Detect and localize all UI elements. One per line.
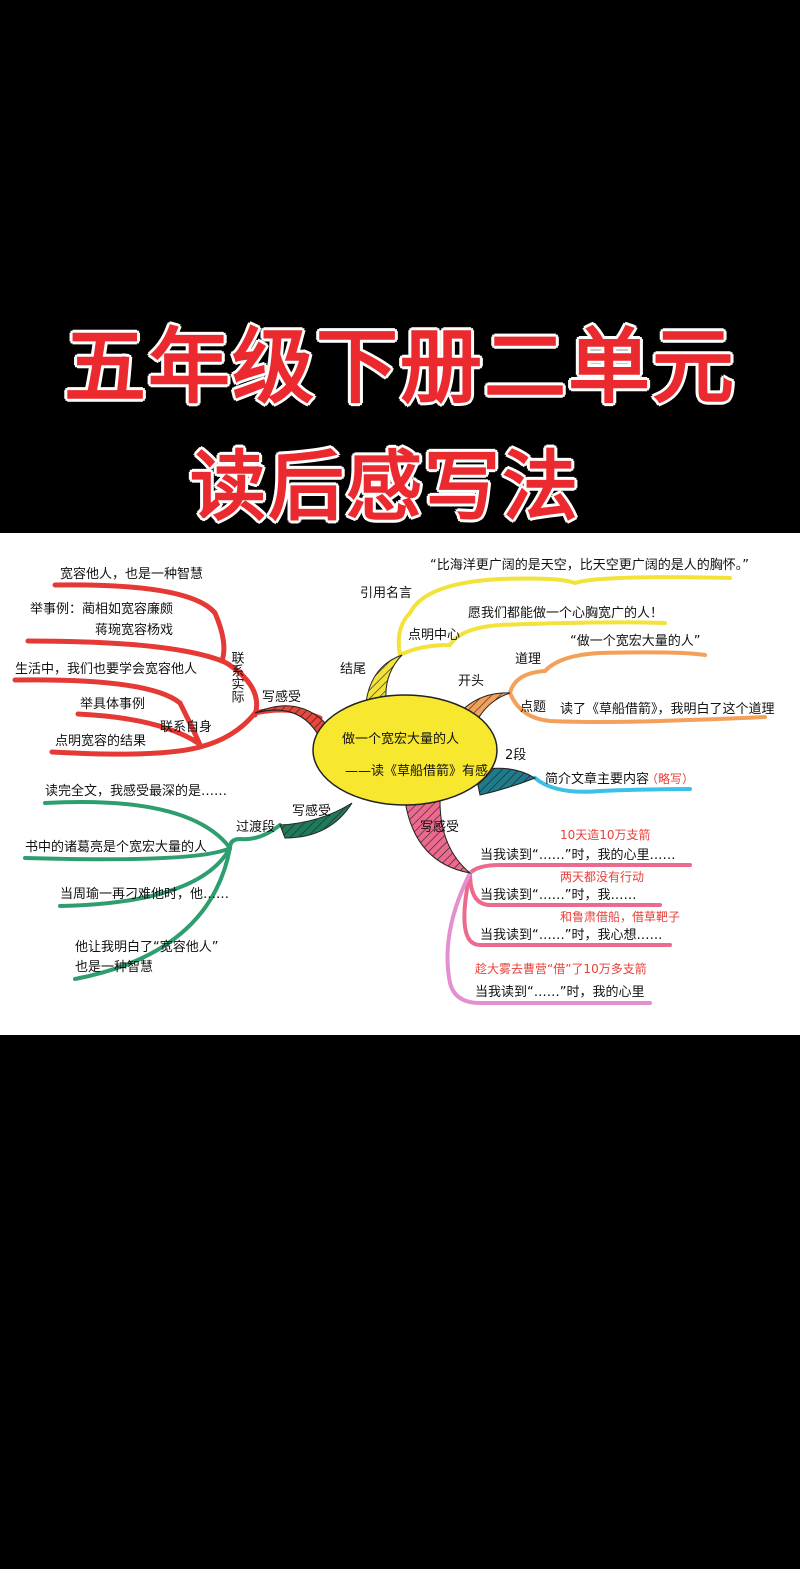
- yellow-leaf-1: “比海洋更广阔的是天空，比天空更广阔的是人的胸怀。”: [430, 557, 749, 573]
- branch-yellow: [396, 575, 732, 657]
- video-title-line1: 五年级下册二单元: [63, 320, 736, 415]
- orange-sub2-label: 点题: [520, 700, 546, 715]
- green-leaf-1: 读完全文，我感受最深的是……: [45, 783, 227, 799]
- blue-note: （略写）: [646, 771, 694, 786]
- mind-map: 宽容他人，也是一种智慧 举事例：蔺相如宽容廉颇 蒋琬宽容杨戏 生活中，我们也要学…: [12, 557, 775, 1005]
- yellow-label: 结尾: [340, 662, 366, 677]
- yellow-sub2-label: 点明中心: [408, 628, 460, 643]
- green-sub-label: 过渡段: [236, 819, 275, 835]
- blue-label: 2段: [505, 748, 526, 763]
- red-leaf-2: 举事例：蔺相如宽容廉颇: [30, 601, 173, 617]
- video-title-line2: 读后感写法: [190, 442, 580, 531]
- orange-sub1-label: 道理: [515, 652, 541, 667]
- pink-item-2-text: 当我读到“……”时，我……: [480, 888, 636, 903]
- red-leaf-3: 蒋琬宽容杨戏: [95, 622, 173, 638]
- center-node: 做一个宽宏大量的人 ——读《草船借箭》有感: [312, 694, 498, 806]
- branch-pink: [445, 863, 692, 1005]
- green-leaf-5: 也是一种智慧: [75, 959, 153, 975]
- green-leaf-4: 他让我明白了“宽容他人”: [75, 939, 218, 955]
- pink-item-1-text: 当我读到“……”时，我的心里……: [480, 847, 675, 863]
- yellow-sub1-label: 引用名言: [360, 585, 412, 601]
- yellow-leaf-2: 愿我们都能做一个心胸宽广的人！: [468, 605, 663, 621]
- pink-item-2-quote: 两天都没有行动: [560, 869, 644, 884]
- green-label: 写感受: [292, 803, 331, 819]
- branch-red: [12, 582, 323, 757]
- red-leaf-5: 举具体事例: [80, 697, 145, 712]
- center-subtitle: ——读《草船借箭》有感: [345, 763, 488, 779]
- red-leaf-6: 点明宽容的结果: [55, 733, 146, 749]
- pink-item-4-quote: 趁大雾去曹营“借”了10万多支箭: [475, 961, 647, 976]
- branch-blue: [533, 776, 692, 794]
- red-leaf-1: 宽容他人，也是一种智慧: [60, 566, 203, 582]
- green-leaf-2: 书中的诸葛亮是个宽宏大量的人: [25, 839, 207, 855]
- pink-item-1-quote: 10天造10万支箭: [560, 827, 651, 842]
- red-label: 写感受: [262, 689, 301, 705]
- center-title: 做一个宽宏大量的人: [342, 731, 459, 747]
- red-sub1-label: 联系实际: [229, 651, 245, 704]
- pink-item-3-quote: 和鲁肃借船，借草靶子: [560, 910, 680, 924]
- green-leaf-3: 当周瑜一再刁难他时，他……: [60, 887, 229, 902]
- red-sub2-label: 联系自身: [160, 719, 212, 735]
- mind-map-image: 宽容他人，也是一种智慧 举事例：蔺相如宽容廉颇 蒋琬宽容杨戏 生活中，我们也要学…: [0, 533, 800, 1035]
- pink-item-3-text: 当我读到“……”时，我心想……: [480, 927, 662, 943]
- branch-green: [23, 799, 282, 981]
- branch-orange: [508, 650, 767, 724]
- pink-label: 写感受: [420, 819, 459, 835]
- pink-item-4-text: 当我读到“……”时，我的心里: [475, 984, 644, 1000]
- orange-label: 开头: [458, 674, 484, 689]
- orange-leaf-2: 读了《草船借箭》，我明白了这个道理: [560, 701, 775, 717]
- blue-leaf: 简介文章主要内容: [545, 771, 649, 787]
- red-leaf-4: 生活中，我们也要学会宽容他人: [15, 661, 197, 677]
- orange-leaf-1: “做一个宽宏大量的人”: [570, 633, 700, 649]
